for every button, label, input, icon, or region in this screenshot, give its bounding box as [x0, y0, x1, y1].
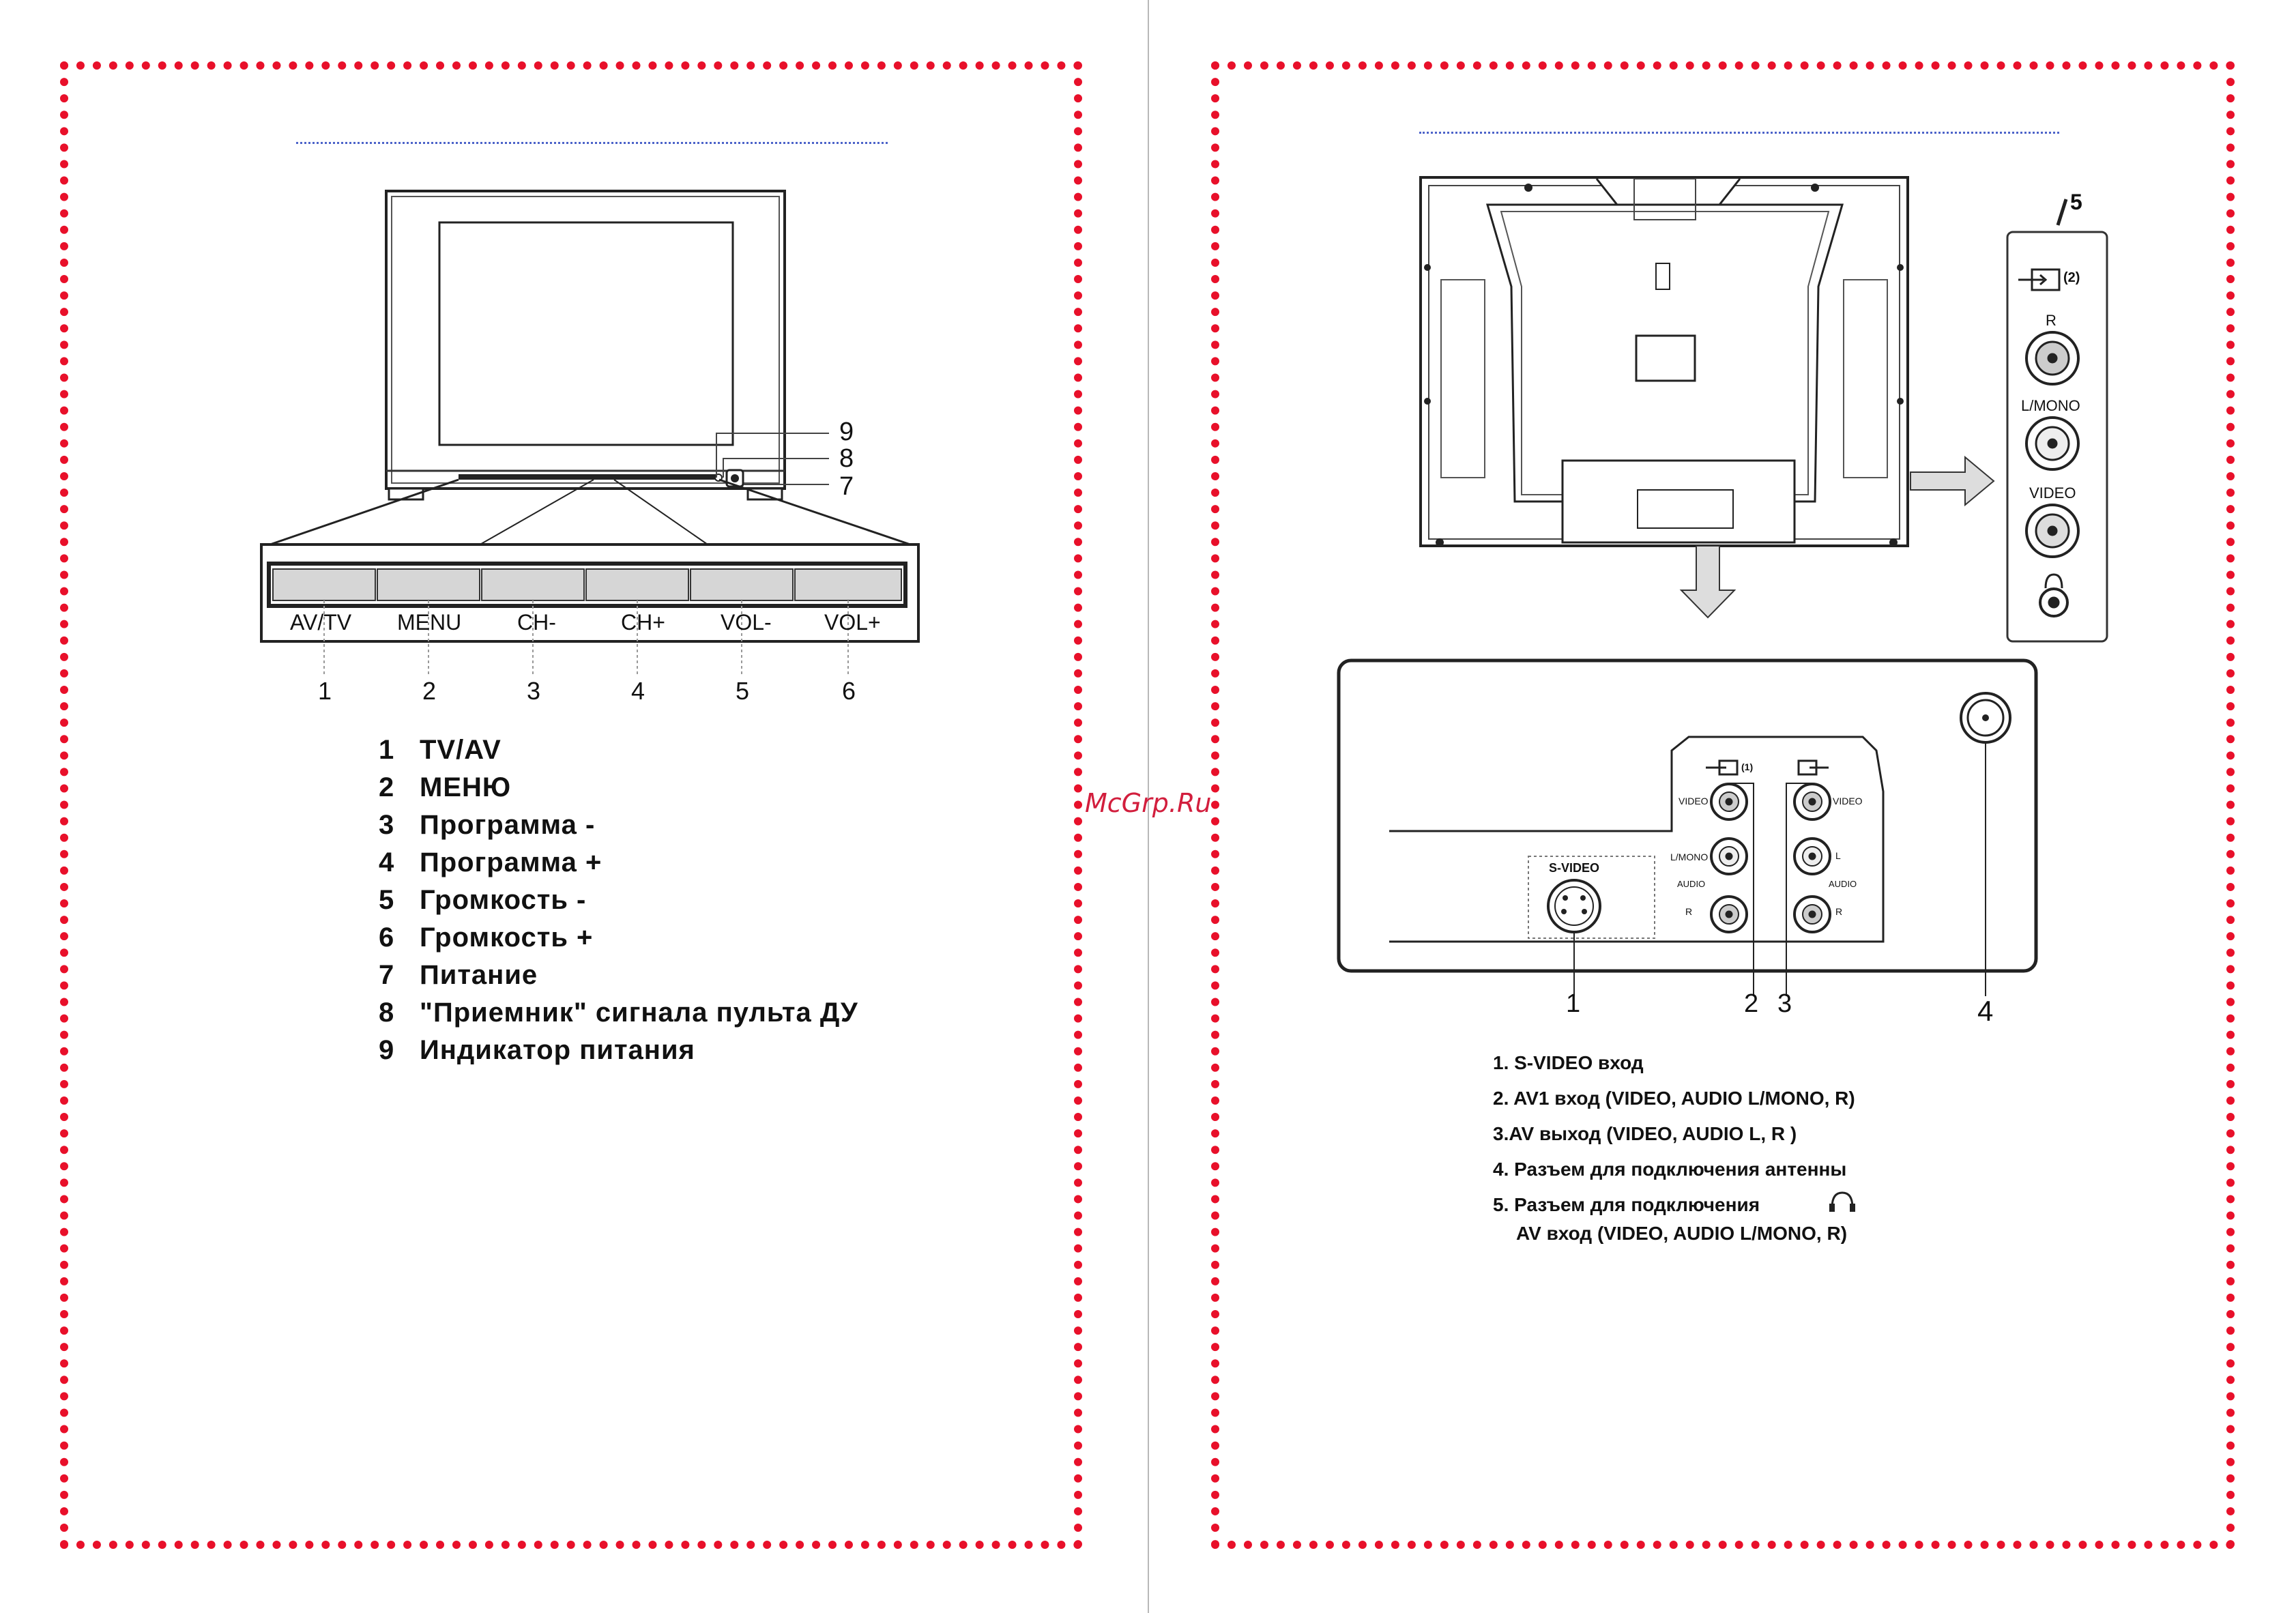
label-av-tv: AV/TV: [290, 610, 352, 635]
down-arrow-icon: [1679, 545, 1736, 619]
av1-audio-label: AUDIO: [1677, 879, 1706, 889]
rear-callout-3: 3: [1777, 989, 1792, 1018]
callout-8: 8: [839, 444, 854, 473]
left-header-rule: [296, 142, 888, 144]
legend-text: "Приемник" сигнала пульта ДУ: [420, 998, 858, 1028]
av-in-label: (1): [1741, 761, 1754, 772]
svideo-label: S-VIDEO: [1549, 861, 1600, 875]
rear-callout-2: 2: [1744, 989, 1759, 1018]
legend-text: Программа +: [420, 847, 602, 877]
legend-num: 4: [379, 847, 395, 877]
callout-line-9: [716, 433, 829, 478]
legend-text: Громкость +: [420, 922, 594, 953]
av1-video-label: VIDEO: [1679, 796, 1709, 806]
label-vol-minus: VOL-: [721, 610, 772, 635]
avout-video-label: VIDEO: [1833, 796, 1863, 806]
button-number-4: 4: [631, 677, 645, 705]
svideo-jack: [1547, 879, 1601, 933]
left-page-border: [60, 61, 1082, 1549]
legend-num: 6: [379, 922, 395, 953]
legend-num: 2: [379, 772, 395, 802]
legend-row: 4 Программа +: [379, 844, 858, 882]
av1-lmono-label: L/MONO: [1670, 852, 1709, 862]
callout-9: 9: [839, 418, 854, 446]
right-page-border: [1211, 61, 2235, 1549]
legend-row: 1. S-VIDEO вход: [1493, 1052, 1644, 1073]
legend-num: 7: [379, 960, 395, 990]
tv-inner-bezel: [391, 196, 780, 484]
legend-row: 3 Программа -: [379, 806, 858, 844]
side-input-label: (2): [2063, 270, 2080, 285]
side-jack-lmono-label: L/MONO: [2021, 397, 2080, 414]
legend-row: 2. AV1 вход (VIDEO, AUDIO L/MONO, R): [1493, 1088, 1855, 1109]
label-ch-plus: CH+: [621, 610, 665, 635]
panel-buttons: [272, 568, 902, 601]
legend-row: 5. Разъем для подключения: [1493, 1194, 1760, 1215]
legend-row: 7 Питание: [379, 957, 858, 994]
avout-r-label: R: [1835, 906, 1843, 917]
button-number-5: 5: [736, 677, 750, 705]
side-jack-video-label: VIDEO: [2029, 484, 2076, 502]
right-header-rule: [1419, 132, 2059, 134]
rear-legend: 1. S-VIDEO вход 2. AV1 вход (VIDEO, AUDI…: [1493, 1045, 1855, 1251]
button-number-1: 1: [318, 677, 332, 705]
avout-l-label: L: [1835, 850, 1841, 861]
legend-text: Индикатор питания: [420, 1035, 695, 1065]
legend-row: 3.AV выход (VIDEO, AUDIO L, R ): [1493, 1123, 1797, 1144]
watermark: McGrp.Ru: [1085, 788, 1212, 818]
label-menu: MENU: [397, 610, 462, 635]
rear-callout-1: 1: [1566, 989, 1581, 1018]
button-number-2: 2: [422, 677, 437, 705]
legend-row: AV вход (VIDEO, AUDIO L/MONO, R): [1516, 1223, 1848, 1244]
legend-headphone-icon: [1831, 1191, 1854, 1208]
label-ch-minus: CH-: [517, 610, 556, 635]
legend-text: МЕНЮ: [420, 772, 512, 802]
tv-button-strip: [459, 474, 719, 480]
button-number-6: 6: [842, 677, 856, 705]
legend-row: 4. Разъем для подключения антенны: [1493, 1159, 1847, 1180]
legend-text: TV/AV: [420, 735, 502, 765]
callout-7: 7: [839, 472, 854, 501]
legend-row: 8 "Приемник" сигнала пульта ДУ: [379, 994, 858, 1032]
side-callout-5: 5: [2070, 190, 2082, 214]
label-vol-plus: VOL+: [824, 610, 881, 635]
legend-num: 1: [379, 735, 395, 765]
callout-line-8: [723, 458, 829, 478]
legend-num: 5: [379, 885, 395, 915]
page-spine: [1148, 0, 1149, 1613]
legend-text: Громкость -: [420, 885, 587, 915]
tv-screen: [438, 221, 734, 446]
legend-row: 6 Громкость +: [379, 919, 858, 957]
right-arrow-icon: [1910, 455, 1995, 507]
side-rca-jacks: [2025, 331, 2080, 617]
legend-text: Питание: [420, 960, 538, 990]
rear-label-plate: [1635, 334, 1696, 382]
rear-callout-4: 4: [1977, 995, 1994, 1027]
legend-num: 9: [379, 1035, 395, 1065]
legend-row: 9 Индикатор питания: [379, 1032, 858, 1069]
avout-audio-label: AUDIO: [1829, 879, 1857, 889]
legend-num: 3: [379, 810, 395, 840]
legend-text: Программа -: [420, 810, 596, 840]
side-jack-r-label: R: [2046, 312, 2057, 329]
legend-row: 2 МЕНЮ: [379, 769, 858, 806]
headphone-icon: [2044, 573, 2063, 589]
legend-num: 8: [379, 998, 395, 1028]
front-legend: 1 TV/AV 2 МЕНЮ 3 Программа - 4 Программа + 5…: [379, 731, 858, 1069]
rear-jack-panel: [1337, 658, 2038, 973]
legend-row: 5 Громкость -: [379, 882, 858, 919]
av1-r-label: R: [1685, 906, 1693, 917]
legend-row: 1 TV/AV: [379, 731, 858, 769]
button-number-3: 3: [527, 677, 541, 705]
